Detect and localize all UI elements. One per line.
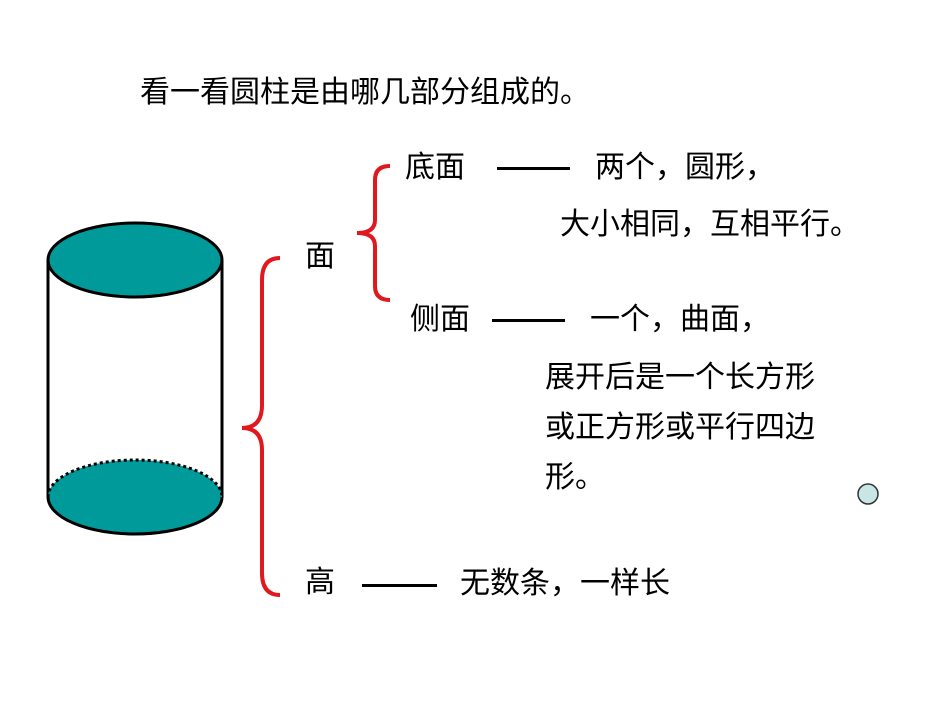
- side-dash: [492, 319, 565, 322]
- base-desc-2: 大小相同，互相平行。: [560, 207, 860, 242]
- large-brace: [241, 256, 281, 597]
- height-label: 高: [305, 565, 335, 600]
- side-label: 侧面: [410, 302, 470, 337]
- base-label: 底面: [405, 150, 465, 185]
- cylinder: [46, 221, 224, 536]
- base-dash: [497, 167, 570, 170]
- cylinder-bottom: [48, 460, 222, 534]
- height-desc: 无数条，一样长: [460, 566, 670, 601]
- side-desc-3: 或正方形或平行四边: [545, 410, 815, 445]
- cylinder-top: [46, 221, 224, 299]
- small-brace: [356, 164, 391, 302]
- cylinder-bottom-front-edge: [46, 496, 224, 536]
- side-desc-1: 一个，曲面，: [590, 302, 770, 337]
- base-desc-1: 两个，圆形，: [595, 150, 775, 185]
- face-label: 面: [305, 239, 335, 274]
- side-desc-2: 展开后是一个长方形: [545, 360, 815, 395]
- side-desc-4: 形。: [545, 460, 605, 495]
- nav-dot[interactable]: [857, 483, 879, 505]
- height-dash: [362, 584, 437, 587]
- cylinder-bottom-hidden-edge: [46, 458, 224, 498]
- slide-title: 看一看圆柱是由哪几部分组成的。: [140, 75, 590, 110]
